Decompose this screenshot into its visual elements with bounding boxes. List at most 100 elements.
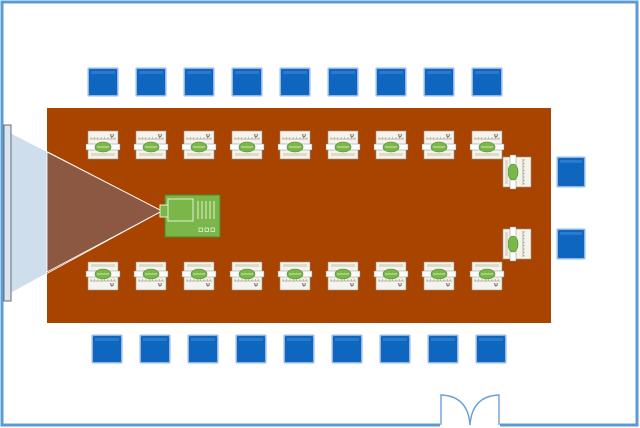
workstation[interactable]: Ψ <box>277 261 313 291</box>
chair-seat <box>93 336 121 362</box>
workstation[interactable]: Ψ <box>277 130 313 160</box>
projector-button[interactable] <box>204 227 209 232</box>
workstation-label: Ψ <box>350 134 354 140</box>
workstation[interactable]: Ψ <box>325 130 361 160</box>
chair-backrest <box>95 338 119 341</box>
workstation[interactable]: Ψ <box>85 261 121 291</box>
chair[interactable] <box>183 67 215 97</box>
workstation-label: Ψ <box>494 283 498 289</box>
workstation[interactable]: Ψ <box>85 130 121 160</box>
chair[interactable] <box>475 334 507 364</box>
chair[interactable] <box>427 334 459 364</box>
workstation-strip <box>379 264 403 267</box>
chair-backrest <box>335 338 359 341</box>
chair-backrest <box>143 338 167 341</box>
workstation-column-end <box>502 154 532 262</box>
door-leaf-left[interactable] <box>440 394 471 426</box>
projector[interactable] <box>159 194 221 238</box>
workstation[interactable] <box>502 154 532 190</box>
projector-button[interactable] <box>210 227 215 232</box>
workstation[interactable] <box>502 226 532 262</box>
chair[interactable] <box>379 334 411 364</box>
chair[interactable] <box>231 67 263 97</box>
chair-seat <box>558 230 584 258</box>
workstation-label: Ψ <box>254 283 258 289</box>
chair[interactable] <box>471 67 503 97</box>
workstation-label: Ψ <box>158 283 162 289</box>
chair-backrest <box>475 71 499 74</box>
workstation-strip <box>505 160 508 184</box>
workstation[interactable]: Ψ <box>469 130 505 160</box>
chair[interactable] <box>331 334 363 364</box>
workstation[interactable]: Ψ <box>229 130 265 160</box>
workstation[interactable]: Ψ <box>133 261 169 291</box>
workstation-strip <box>427 264 451 267</box>
workstation-label: Ψ <box>206 134 210 140</box>
chair[interactable] <box>283 334 315 364</box>
chair-backrest <box>431 338 455 341</box>
workstation-strip <box>139 264 163 267</box>
workstation[interactable]: Ψ <box>469 261 505 291</box>
chair-backrest <box>91 71 115 74</box>
chair[interactable] <box>279 67 311 97</box>
workstation[interactable]: Ψ <box>181 130 217 160</box>
workstation[interactable]: Ψ <box>421 130 457 160</box>
workstation-label: Ψ <box>398 283 402 289</box>
workstation-strip <box>91 264 115 267</box>
chair[interactable] <box>375 67 407 97</box>
workstation-device <box>507 163 519 181</box>
projector-lens <box>159 204 169 218</box>
workstation-strip <box>379 153 403 156</box>
workstation-strip <box>91 153 115 156</box>
workstation-device <box>507 235 519 253</box>
chair[interactable] <box>87 67 119 97</box>
workstation-label: Ψ <box>302 283 306 289</box>
chair[interactable] <box>235 334 267 364</box>
chair-seat <box>237 336 265 362</box>
projection-beam-overlay <box>10 132 163 294</box>
workstation-label: Ψ <box>110 134 114 140</box>
workstation-strip <box>283 264 307 267</box>
chair-row-bottom <box>91 334 507 364</box>
chair-backrest <box>427 71 451 74</box>
chair-backrest <box>379 71 403 74</box>
workstation[interactable]: Ψ <box>373 130 409 160</box>
chair-seat <box>281 69 309 95</box>
chair-seat <box>429 336 457 362</box>
workstation[interactable]: Ψ <box>373 261 409 291</box>
workstation[interactable]: Ψ <box>229 261 265 291</box>
chair-seat <box>333 336 361 362</box>
workstation[interactable]: Ψ <box>133 130 169 160</box>
double-door[interactable] <box>440 394 500 428</box>
chair-backrest <box>283 71 307 74</box>
workstation[interactable]: Ψ <box>325 261 361 291</box>
workstation-strip <box>187 264 211 267</box>
chair-seat <box>377 69 405 95</box>
workstation-strip <box>235 264 259 267</box>
chair-seat <box>473 69 501 95</box>
door-leaf-right[interactable] <box>469 394 500 426</box>
projector-button[interactable] <box>198 227 203 232</box>
screen-panel <box>3 124 12 302</box>
chair[interactable] <box>135 67 167 97</box>
chair[interactable] <box>91 334 123 364</box>
workstation[interactable]: Ψ <box>421 261 457 291</box>
workstation-strip <box>331 153 355 156</box>
chair-seat <box>381 336 409 362</box>
workstation[interactable]: Ψ <box>181 261 217 291</box>
chair-seat <box>285 336 313 362</box>
chair[interactable] <box>556 156 586 188</box>
chair-seat <box>185 69 213 95</box>
chair[interactable] <box>139 334 171 364</box>
chair-seat <box>233 69 261 95</box>
chair-column-right <box>556 156 586 260</box>
chair[interactable] <box>327 67 359 97</box>
workstation-label: Ψ <box>110 283 114 289</box>
chair[interactable] <box>187 334 219 364</box>
chair-seat <box>141 336 169 362</box>
workstation-label: Ψ <box>446 134 450 140</box>
chair[interactable] <box>423 67 455 97</box>
workstation-strip <box>427 153 451 156</box>
chair[interactable] <box>556 228 586 260</box>
